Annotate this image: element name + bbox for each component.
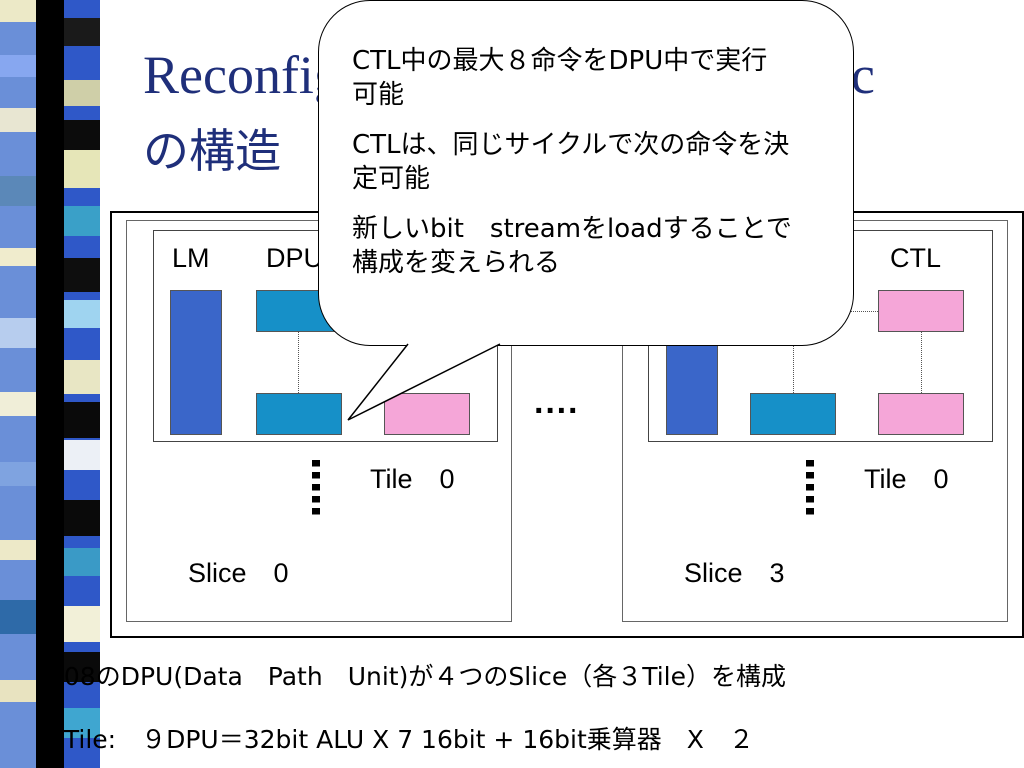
callout-item: 新しいbit streamをloadすることで構成を変えられる [352, 214, 792, 278]
ctl-block [878, 290, 964, 332]
connector-line [793, 346, 794, 393]
tile-label: Tile 0 [370, 464, 455, 494]
vertical-ellipsis [806, 460, 814, 518]
slide-title-suffix: の構造 [143, 124, 281, 178]
decorative-side-strip [0, 0, 100, 768]
note-tile-composition: 1Tile: ９DPU＝32bit ALU X 7 16bit + 16bit乗… [48, 725, 754, 754]
ctl-block [878, 393, 964, 435]
dpu-block [256, 393, 342, 435]
dpu-block [750, 393, 836, 435]
slice-label: Slice 0 [188, 558, 289, 588]
tile-label: Tile 0 [864, 464, 949, 494]
callout-text: CTL中の最大８命令をDPU中で実行可能 CTLは、同じサイクルで次の命令を決定… [352, 44, 792, 296]
connector-line [836, 311, 878, 312]
slices-ellipsis: ···· [534, 392, 580, 430]
callout-item: CTLは、同じサイクルで次の命令を決定可能 [352, 130, 790, 194]
lm-label: LM [172, 243, 210, 273]
dpu-label: DPU [266, 243, 324, 273]
ctl-label: CTL [890, 243, 942, 273]
connector-line [921, 332, 922, 393]
connector-line [298, 332, 299, 393]
slice-label: Slice 3 [684, 558, 785, 588]
note-dpu-structure: 108のDPU(Data Path Unit)が４つのSlice（各３Tile）… [48, 662, 787, 691]
callout-bubble [318, 0, 854, 346]
local-memory-block [170, 290, 222, 435]
ctl-block [384, 393, 470, 435]
callout-item: CTL中の最大８命令をDPU中で実行可能 [352, 46, 768, 110]
vertical-ellipsis [312, 460, 320, 518]
